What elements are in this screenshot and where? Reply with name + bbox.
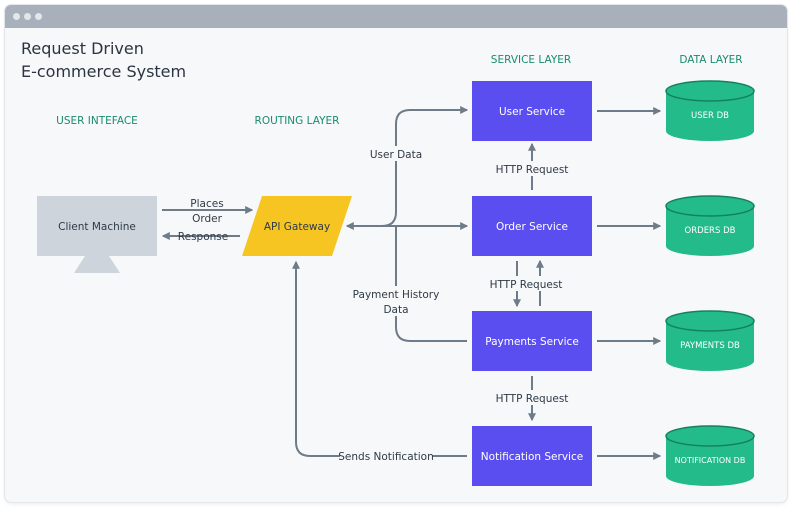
diagram-title-line1: Request Driven [21,39,144,58]
notification-db-label: NOTIFICATION DB [675,456,746,465]
edge-label-response: Response [178,231,228,243]
edge-label-places: Places [190,198,223,210]
arrow-sends-notification [292,260,467,457]
orders-db-top [665,195,755,217]
order-service-box [472,196,592,256]
payments-db-top [665,310,755,332]
client-machine-label: Client Machine [58,221,136,233]
notification-service-label: Notification Service [481,451,583,463]
payments-service: Payments Service [472,311,592,371]
edge-label-http-user-order: HTTP Request [496,164,569,176]
label-mask [493,161,571,176]
notification-db-body [666,436,754,486]
window-titlebar [5,5,787,28]
payments-service-label: Payments Service [485,336,579,348]
client-monitor-screen [37,196,157,256]
arrow-user-data [348,106,469,227]
column-header-user-interface: USER INTEFACE [56,115,138,127]
edge-label-payment-history-data: Data [383,304,408,316]
notification-db: NOTIFICATION DB [665,425,755,486]
user-service-label: User Service [499,106,565,118]
order-service-label: Order Service [496,221,568,233]
user-db-body [666,91,754,141]
client-machine: Client Machine [37,196,157,273]
notification-service: Notification Service [472,426,592,486]
api-gateway: API Gateway [242,196,352,256]
label-mask [488,276,576,291]
window-dot [35,13,42,20]
orders-db-label: ORDERS DB [685,226,736,236]
window-dot [13,13,20,20]
client-monitor-stand [74,256,120,273]
notification-db-top [665,425,755,447]
orders-db: ORDERS DB [665,195,755,256]
column-header-data: DATA LAYER [679,54,742,66]
user-db: USER DB [665,80,755,141]
edge-label-user-data: User Data [370,149,422,161]
edge-label-http-order-payments: HTTP Request [490,279,563,291]
payments-db-body [666,321,754,371]
label-mask [340,448,432,464]
label-mask [368,146,424,161]
user-db-label: USER DB [691,111,729,121]
order-service: Order Service [472,196,592,256]
orders-db-body [666,206,754,256]
payments-db-label: PAYMENTS DB [680,341,740,351]
diagram-title-line2: E-commerce System [21,62,186,81]
notification-service-box [472,426,592,486]
api-gateway-label: API Gateway [264,221,330,233]
user-service: User Service [472,81,592,141]
payments-db: PAYMENTS DB [665,310,755,371]
line-payment-history [395,226,467,342]
edge-label-http-payments-notification: HTTP Request [496,393,569,405]
user-db-top [665,80,755,102]
api-gateway-shape [242,196,352,256]
connectors [161,106,662,460]
edge-label-sends-notification: Sends Notification [338,451,434,463]
label-mask [493,390,571,405]
edge-label-order: Order [192,213,223,225]
edge-label-payment-history: Payment History [353,289,440,301]
column-header-service: SERVICE LAYER [491,54,571,66]
user-service-box [472,81,592,141]
column-header-routing: ROUTING LAYER [255,115,340,127]
label-mask [352,286,440,316]
window-dot [24,13,31,20]
payments-service-box [472,311,592,371]
